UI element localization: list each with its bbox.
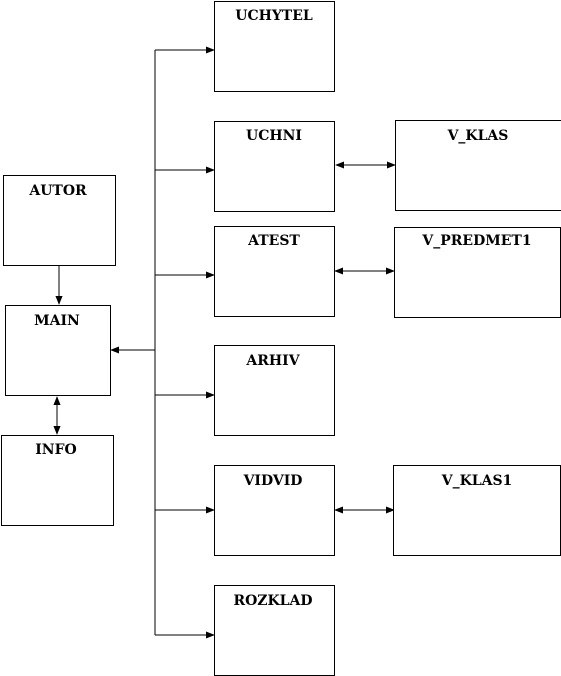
box-label-info: INFO [35, 442, 76, 458]
box-label-uchni: UCHNI [246, 128, 302, 144]
box-v-klas1: V_KLAS1 [393, 465, 561, 556]
box-arhiv: ARHIV [214, 345, 335, 436]
box-atest: ATEST [214, 226, 335, 317]
box-main: MAIN [5, 305, 111, 396]
connectors [53, 46, 396, 639]
box-uchni: UCHNI [214, 121, 335, 212]
box-label-uchytel: UCHYTEL [235, 8, 313, 24]
box-label-v-klas1: V_KLAS1 [441, 473, 513, 489]
box-label-main: MAIN [34, 313, 80, 329]
box-v-predmet1: V_PREDMET1 [394, 227, 561, 318]
box-v-klas: V_KLAS [395, 120, 561, 211]
box-label-autor: AUTOR [28, 183, 87, 199]
box-label-atest: ATEST [247, 233, 300, 249]
box-label-v-klas: V_KLAS [447, 128, 509, 144]
box-rozklad: ROZKLAD [214, 585, 335, 676]
box-label-v-predmet1: V_PREDMET1 [421, 233, 531, 249]
box-label-vidvid: VIDVID [243, 473, 303, 489]
box-info: INFO [1, 435, 114, 526]
box-vidvid: VIDVID [214, 465, 335, 556]
box-label-rozklad: ROZKLAD [233, 593, 312, 609]
box-uchytel: UCHYTEL [214, 1, 335, 92]
box-autor: AUTOR [3, 175, 116, 266]
box-label-arhiv: ARHIV [245, 353, 300, 369]
